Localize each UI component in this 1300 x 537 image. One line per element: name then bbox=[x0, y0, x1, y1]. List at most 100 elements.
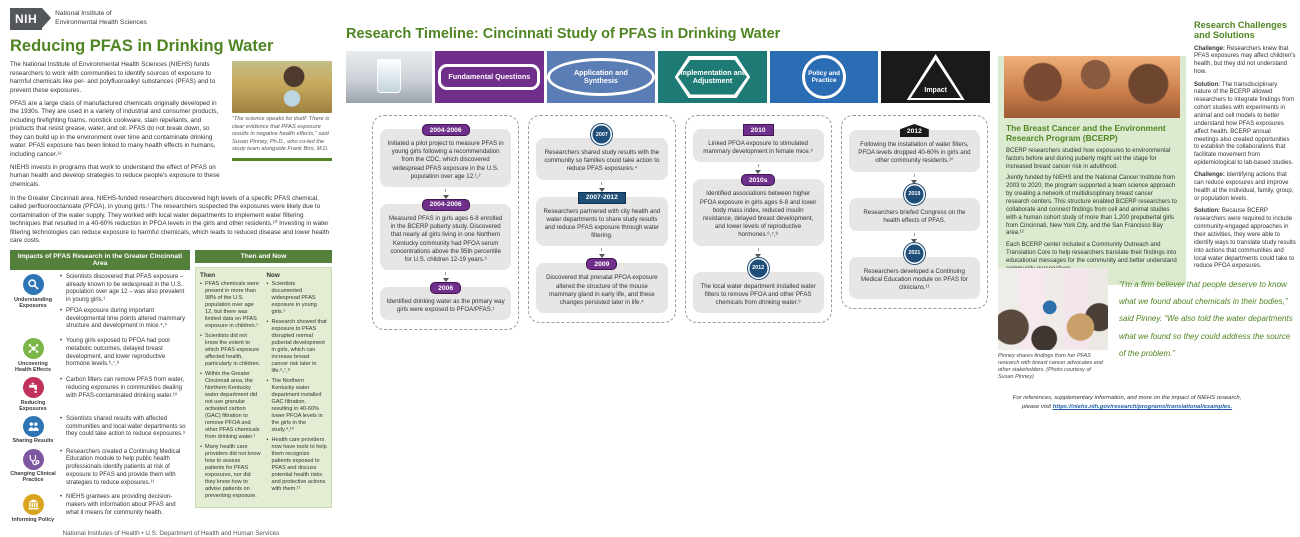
year-badge: 2021 bbox=[903, 242, 925, 264]
stage-impact: Impact bbox=[881, 51, 990, 103]
circle-shape: Policy and Practice bbox=[802, 55, 847, 99]
impact-row-sharing-results: Sharing Results Scientists shared result… bbox=[10, 415, 190, 445]
references-line1: For references, supplementary informatio… bbox=[1012, 395, 1242, 401]
girl-drinking-water-photo bbox=[232, 61, 332, 113]
impacts-table: Impacts of PFAS Research in the Greater … bbox=[10, 250, 332, 523]
timeline-event: Initiated a pilot project to measure PFA… bbox=[380, 129, 512, 187]
timeline-column-policy-practice: 2012 Following the installation of water… bbox=[840, 115, 988, 309]
glass-of-water-photo bbox=[346, 51, 432, 103]
now-item: Health care providers now have tools to … bbox=[267, 437, 328, 493]
pinney-section: Pinney shares findings from her PFAS res… bbox=[998, 268, 1296, 382]
nih-footer: National Institutes of Health • U.S. Dep… bbox=[62, 530, 280, 537]
timeline-title: Research Timeline: Cincinnati Study of P… bbox=[346, 26, 781, 42]
now-item: The Northern Kentucky water department i… bbox=[267, 378, 328, 434]
molecule-cluster-icon bbox=[22, 338, 44, 360]
impact-bullet: NIEHS grantees are providing decision-ma… bbox=[60, 494, 190, 517]
impact-row-uncovering-health-effects: Uncovering Health Effects Young girls ex… bbox=[10, 338, 190, 373]
page-title: Reducing PFAS in Drinking Water bbox=[10, 37, 274, 55]
stage-band: Fundamental Questions Application and Sy… bbox=[346, 51, 990, 103]
intro-paragraph-2: PFAS are a large class of manufactured c… bbox=[10, 99, 219, 158]
now-title: Now bbox=[266, 272, 280, 279]
year-badge: 2010 bbox=[742, 124, 774, 136]
year-badge: 2009 bbox=[586, 258, 618, 271]
connector-arrow bbox=[755, 164, 762, 175]
solution-item: Solution: Because BCERP researchers were… bbox=[1194, 208, 1296, 270]
then-item: Scientists did not know the extent to wh… bbox=[200, 333, 261, 368]
stage-policy-practice: Policy and Practice bbox=[769, 51, 879, 103]
stethoscope-icon bbox=[22, 448, 44, 470]
year-badge: 2012 bbox=[747, 257, 769, 279]
connector-arrow bbox=[598, 248, 605, 259]
bcerp-paragraph-2: Jointly funded by NIEHS and the National… bbox=[1006, 175, 1177, 237]
government-building-icon bbox=[22, 494, 44, 516]
faucet-icon bbox=[22, 377, 44, 399]
year-badge: 2004-2006 bbox=[421, 198, 470, 211]
impact-label: Uncovering Health Effects bbox=[15, 360, 51, 373]
impact-label: Informing Policy bbox=[11, 516, 55, 523]
niehs-logo: NIH National Institute of Environmental … bbox=[10, 8, 332, 30]
timeline-event: Researchers partnered with city health a… bbox=[536, 196, 668, 247]
year-badge: 2012 bbox=[899, 124, 929, 137]
timeline-column-fundamental-questions: 2004-2006 Initiated a pilot project to m… bbox=[372, 115, 520, 331]
references-prefix: please visit bbox=[1021, 403, 1053, 410]
magnifier-icon bbox=[22, 274, 44, 295]
year-badge: 2007 bbox=[591, 124, 613, 145]
then-now-header: Then and Now bbox=[195, 250, 332, 263]
impact-row-reducing-exposures: Reducing Exposures Carbon filters can re… bbox=[10, 377, 190, 412]
intro-paragraph-3: NIEHS invests in programs that work to u… bbox=[10, 163, 220, 188]
timeline-column-application-synthesis: 2007 Researchers shared study results wi… bbox=[528, 115, 676, 324]
year-badge: 2019 bbox=[903, 183, 925, 205]
nih-logo-mark: NIH bbox=[10, 8, 52, 30]
stage-application-synthesis: Application and Synthesis bbox=[546, 51, 656, 103]
intro-paragraph-1: The National Institute of Environmental … bbox=[10, 61, 216, 94]
connector-arrow bbox=[442, 188, 449, 199]
impact-bullet: Scientists discovered that PFAS exposure… bbox=[60, 274, 190, 305]
pinney-photo-caption: Pinney shares findings from her PFAS res… bbox=[998, 353, 1103, 381]
year-badge: 2007-2012 bbox=[577, 191, 626, 204]
impacts-header: Impacts of PFAS Research in the Greater … bbox=[10, 250, 190, 270]
year-badge: 2004-2006 bbox=[421, 124, 470, 136]
hexagon-shape: Implementation and Adjustment bbox=[674, 56, 751, 98]
now-item: Scientists documented widespread PFAS ex… bbox=[267, 281, 328, 316]
pinney-presentation-photo bbox=[998, 268, 1108, 350]
then-column: Then PFAS chemicals were present in more… bbox=[200, 272, 261, 503]
right-panel: Research Challenges and Solutions Challe… bbox=[998, 8, 1296, 421]
challenges-title: Research Challenges and Solutions bbox=[1194, 20, 1287, 41]
water-glass-shape bbox=[377, 59, 401, 93]
green-divider bbox=[232, 157, 332, 161]
ellipse-shape: Application and Synthesis bbox=[546, 57, 656, 97]
impact-label: Understanding Exposures bbox=[13, 296, 53, 309]
then-title: Then bbox=[200, 272, 216, 279]
timeline-grid: 2004-2006 Initiated a pilot project to m… bbox=[372, 115, 988, 331]
then-item: Within the Greater Cincinnati area, the … bbox=[200, 371, 261, 441]
timeline-column-implementation-adjustment: 2010 Linked PFOA exposure to stimulated … bbox=[684, 115, 832, 324]
impact-label: Sharing Results bbox=[12, 438, 54, 445]
triangle-shape: Impact bbox=[906, 54, 965, 100]
left-panel: NIH National Institute of Environmental … bbox=[10, 8, 332, 537]
challenges-section: Research Challenges and Solutions Challe… bbox=[1194, 20, 1296, 276]
connector-arrow bbox=[755, 247, 762, 258]
year-badge: 2010s bbox=[740, 174, 776, 187]
bcerp-title: The Breast Cancer and the Environment Re… bbox=[1006, 123, 1166, 143]
cincinnati-paragraph: In the Greater Cincinnati area, NIEHS-fu… bbox=[10, 194, 330, 245]
impact-bullet: Carbon filters can remove PFAS from wate… bbox=[60, 377, 190, 400]
logo-org-line2: Environmental Health Sciences bbox=[55, 19, 147, 26]
connector-arrow bbox=[598, 181, 605, 192]
now-column: Now Scientists documented widespread PFA… bbox=[267, 272, 328, 503]
then-item: PFAS chemicals were present in more than… bbox=[200, 281, 261, 330]
connector-arrow bbox=[442, 272, 449, 283]
pinney-quote: “I'm a firm believer that people deserve… bbox=[1119, 280, 1293, 358]
references-link[interactable]: https://niehs.nih.gov/research/programs/… bbox=[1052, 403, 1233, 410]
timeline-event: Discovered that prenatal PFOA exposure a… bbox=[536, 263, 668, 314]
rounded-rect-shape: Fundamental Questions bbox=[438, 63, 541, 91]
impact-label: Reducing Exposures bbox=[19, 399, 47, 412]
logo-org-line1: National Institute of bbox=[55, 10, 112, 18]
people-icon bbox=[22, 415, 44, 437]
impact-label: Changing Clinical Practice bbox=[10, 471, 56, 484]
smiling-girls-photo bbox=[1004, 56, 1180, 118]
impact-bullet: Young girls exposed to PFOA had poor met… bbox=[60, 338, 190, 369]
stage-fundamental-questions: Fundamental Questions bbox=[435, 51, 544, 103]
connector-arrow bbox=[911, 232, 918, 243]
stage-implementation-adjustment: Implementation and Adjustment bbox=[658, 51, 767, 103]
references-footer: For references, supplementary informatio… bbox=[958, 394, 1296, 412]
